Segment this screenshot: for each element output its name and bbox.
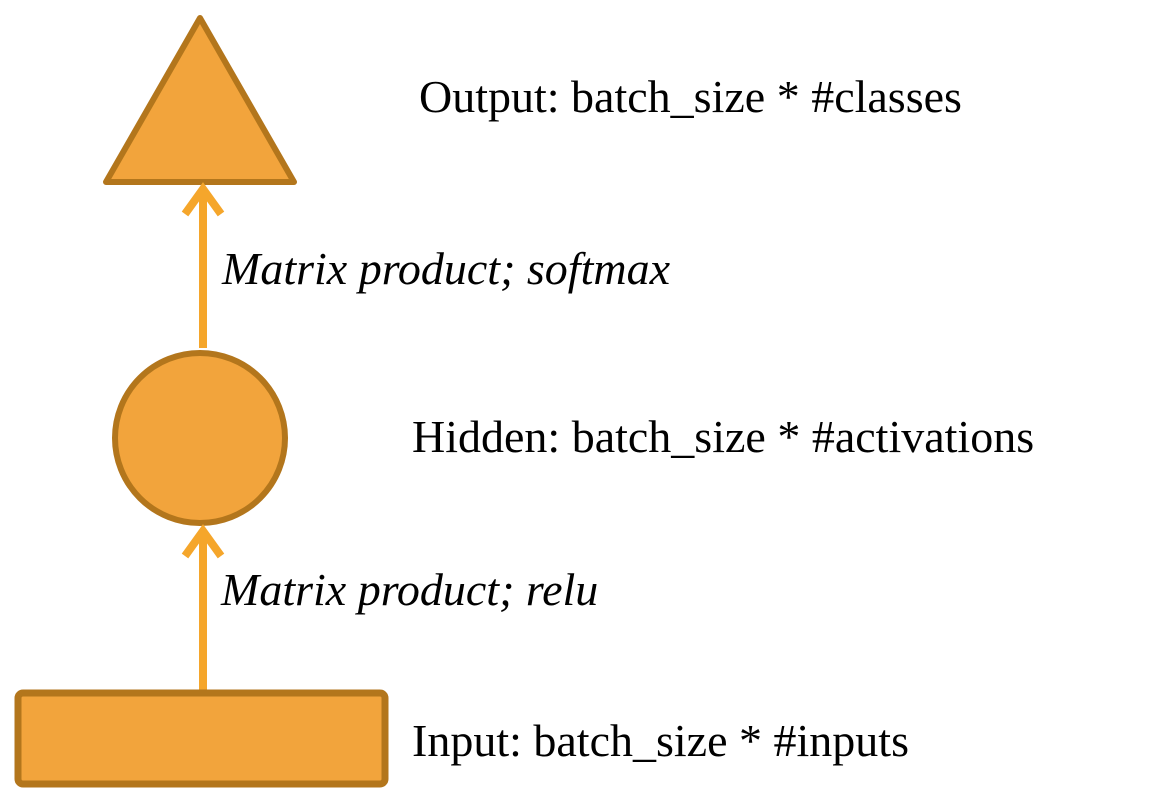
- softmax-edge-label: Matrix product; softmax: [222, 243, 671, 294]
- output-node-label: Output: batch_size * #classes: [419, 71, 962, 122]
- output-triangle-shape: [103, 15, 297, 185]
- softmax-arrow-head: [181, 182, 225, 217]
- input-node-label: Input: batch_size * #inputs: [412, 715, 909, 766]
- hidden-circle-shape: [112, 350, 288, 526]
- relu-edge-label: Matrix product; relu: [221, 564, 599, 615]
- hidden-node-label: Hidden: batch_size * #activations: [412, 411, 1035, 462]
- input-rectangle-shape: [14, 689, 389, 788]
- relu-arrow-head: [181, 524, 225, 559]
